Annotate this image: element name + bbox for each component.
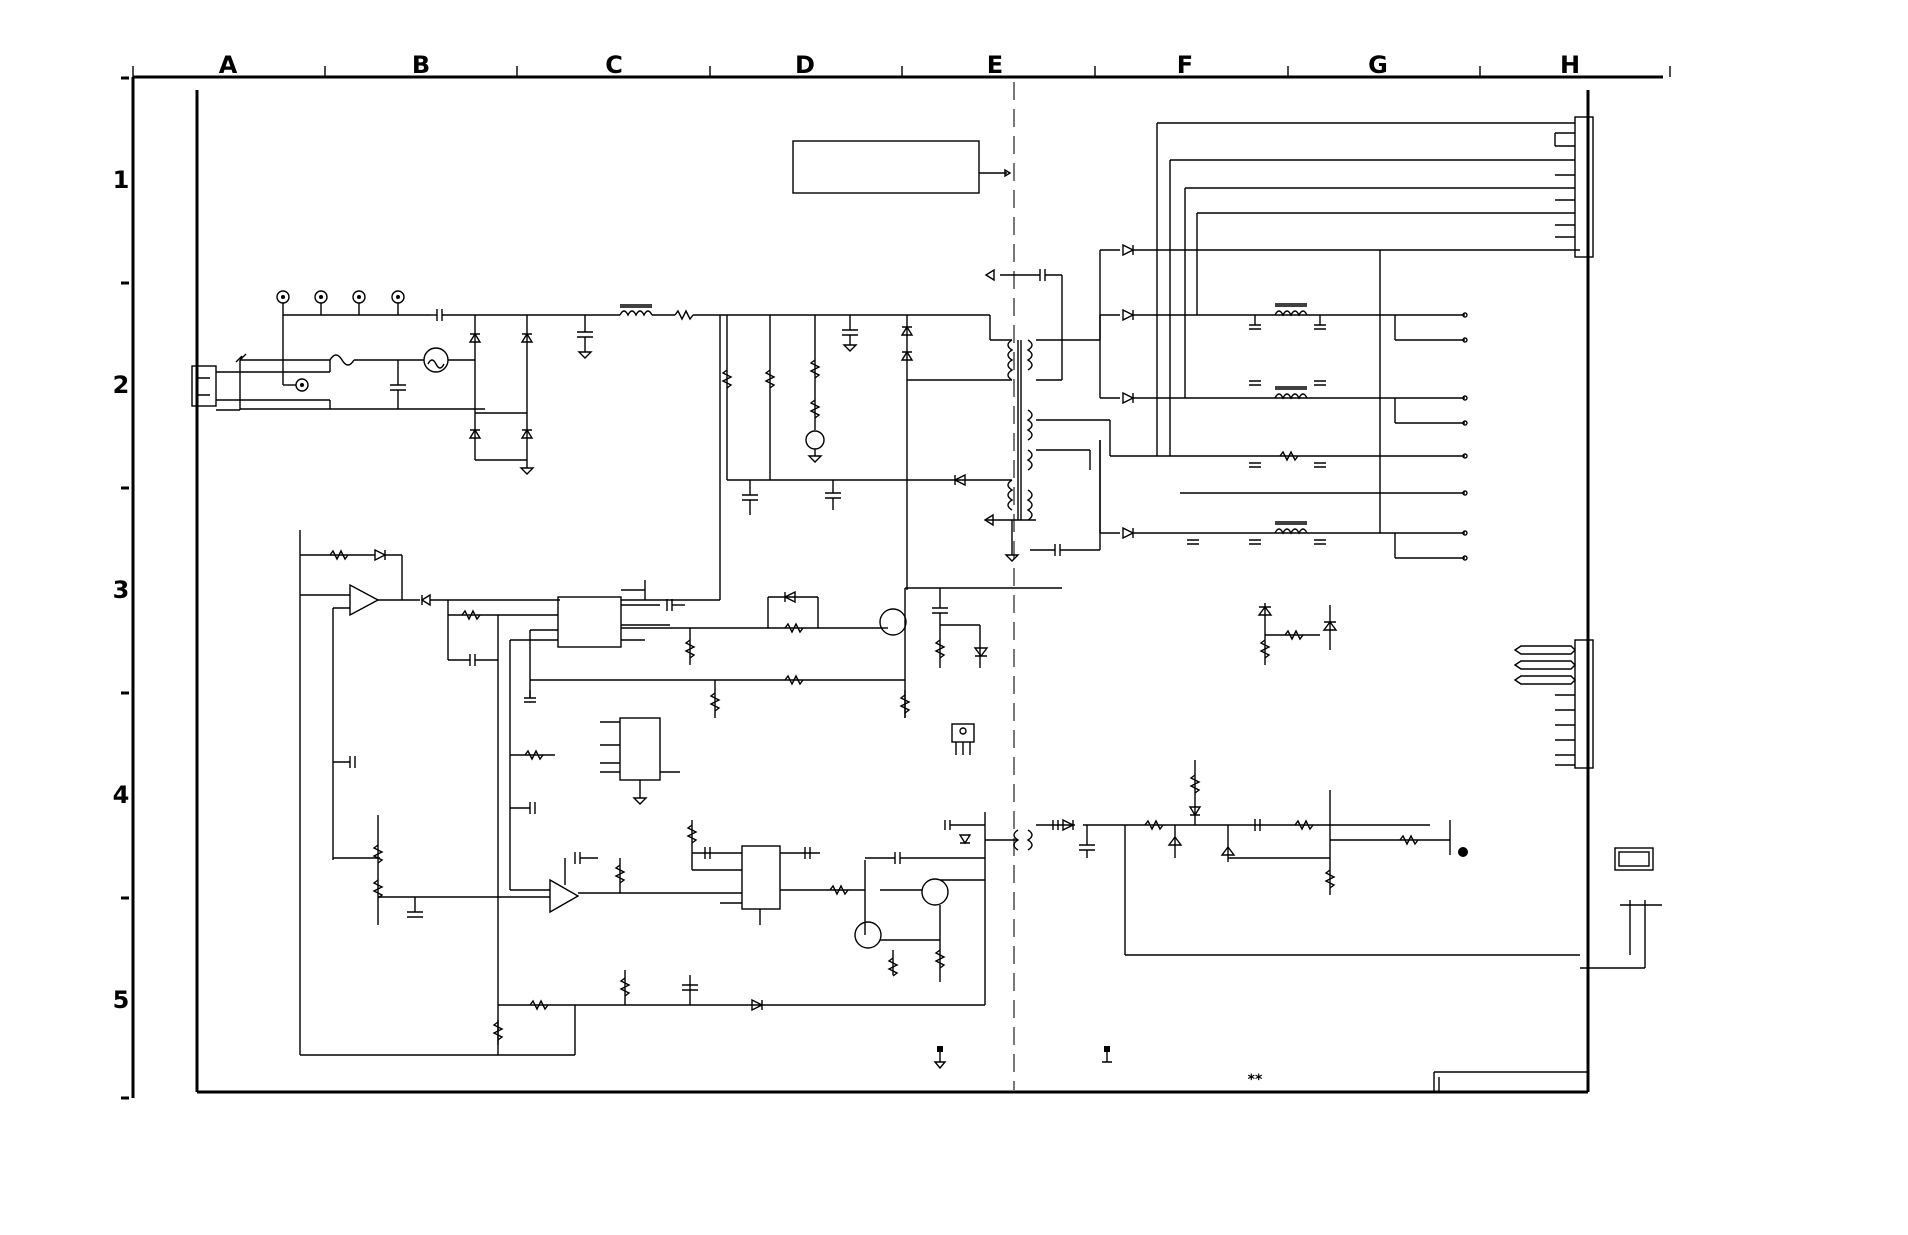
- regulator-ic: [620, 718, 660, 780]
- controller-ic: [558, 597, 621, 647]
- col-label-h: H: [1560, 51, 1580, 79]
- transistor-2: [855, 922, 881, 948]
- ground-symbols: [935, 1046, 1112, 1068]
- col-label-e: E: [987, 51, 1003, 79]
- row-label-4: 4: [113, 781, 130, 809]
- secondary-outputs: [1036, 117, 1593, 768]
- transistor-1: [922, 879, 948, 905]
- output-connector: [1575, 117, 1593, 257]
- top-ticks: [133, 66, 1670, 77]
- row-label-1: 1: [113, 166, 130, 194]
- row-label-5: 5: [113, 986, 130, 1014]
- bridge-rectifier: [470, 315, 533, 474]
- col-label-a: A: [219, 51, 238, 79]
- output-filter-2: [1249, 381, 1326, 398]
- note-mark: **: [1248, 1072, 1263, 1088]
- col-label-g: G: [1368, 51, 1388, 79]
- primary-circuit: [192, 269, 1100, 590]
- frame: [121, 66, 1670, 1098]
- column-labels: A B C D E F G H: [219, 51, 1580, 79]
- status-indicator: [1615, 848, 1653, 870]
- row-labels: 1 2 3 4 5: [113, 166, 130, 1014]
- col-label-b: B: [412, 51, 430, 79]
- notice-box: [793, 141, 979, 193]
- mosfet: [880, 609, 906, 635]
- control-circuit: [300, 315, 1662, 1068]
- output-filter-1: [1249, 304, 1326, 329]
- col-label-d: D: [795, 51, 815, 79]
- col-label-f: F: [1177, 51, 1193, 79]
- mounting-hole-row: [277, 291, 404, 391]
- row-label-3: 3: [113, 576, 130, 604]
- op-amp-2: [550, 880, 578, 912]
- row-label-2: 2: [113, 371, 130, 399]
- col-label-c: C: [605, 51, 623, 79]
- thermistor: [424, 348, 448, 372]
- pwm-ic: [742, 846, 780, 909]
- output-terminals: [1463, 313, 1467, 560]
- control-connector: [1575, 640, 1593, 768]
- main-transformer: [1008, 340, 1032, 520]
- output-filter-3: [1249, 452, 1326, 467]
- op-amp-1: [350, 585, 378, 615]
